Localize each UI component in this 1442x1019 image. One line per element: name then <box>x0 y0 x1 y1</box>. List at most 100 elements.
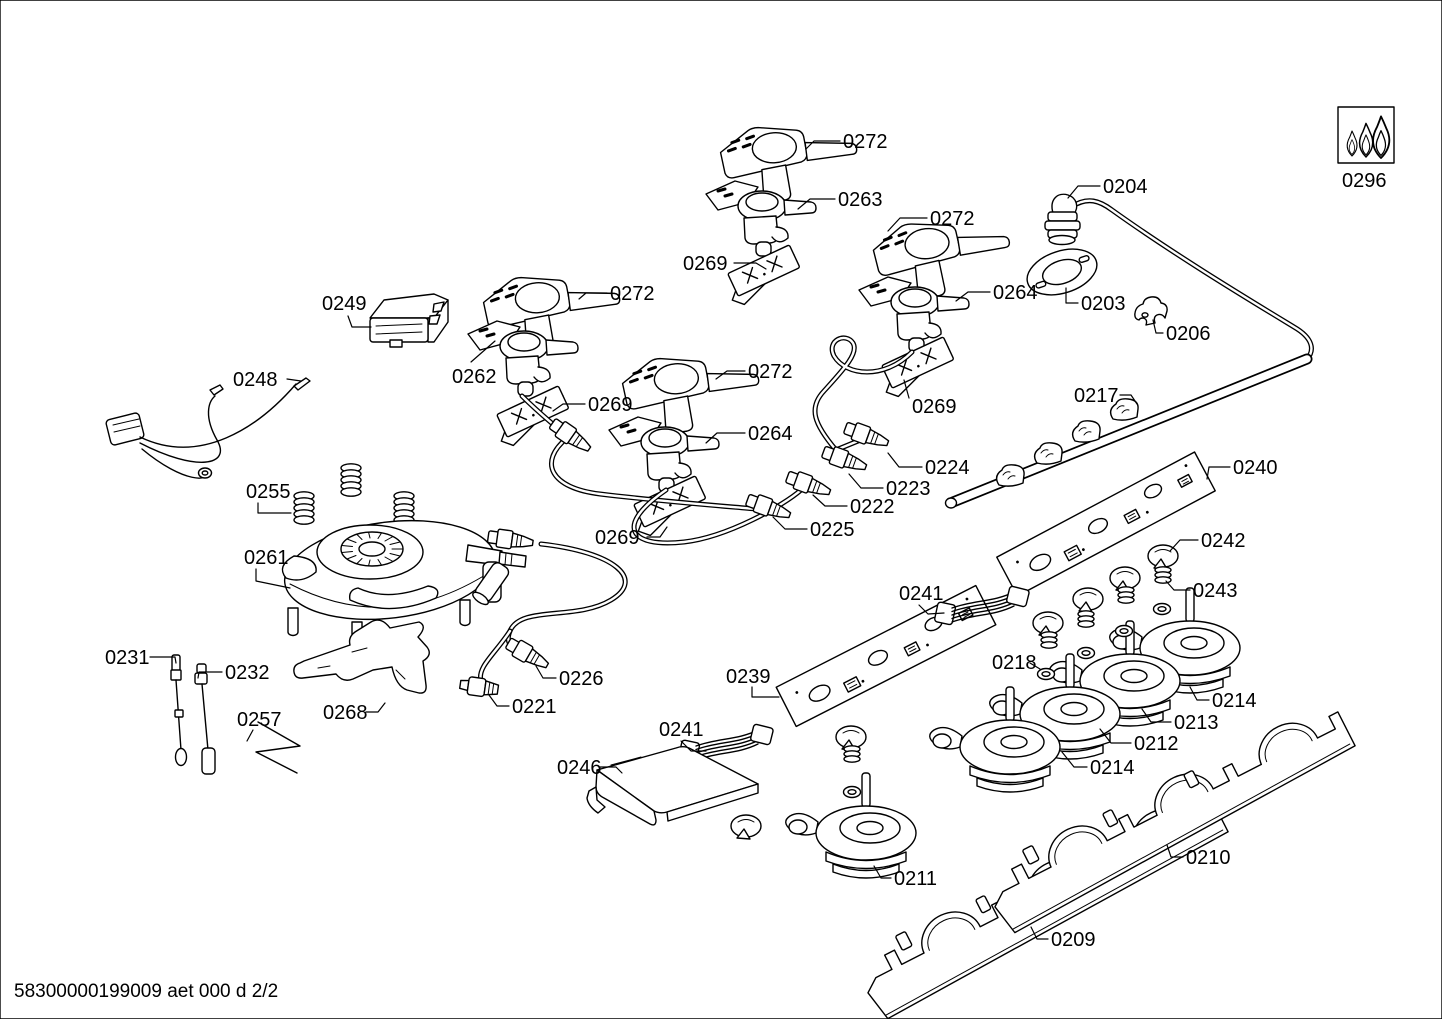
part-label-0246: 0246 <box>557 757 602 779</box>
part-label-0264: 0264 <box>748 423 793 445</box>
leader-line-0224 <box>887 452 923 468</box>
leader-line-0264 <box>705 432 746 444</box>
leader-line-0272 <box>578 292 608 300</box>
part-label-0222: 0222 <box>850 496 895 518</box>
leader-line-0246 <box>598 766 623 774</box>
part-label-0242: 0242 <box>1201 530 1246 552</box>
part-label-0241: 0241 <box>659 719 704 741</box>
part-label-0206: 0206 <box>1166 323 1211 345</box>
part-label-0248: 0248 <box>233 369 278 391</box>
leader-line-0223 <box>848 473 884 489</box>
leader-line-0206 <box>1152 319 1164 334</box>
part-label-0257: 0257 <box>237 709 282 731</box>
part-label-0240: 0240 <box>1233 457 1278 479</box>
part-label-0263: 0263 <box>838 189 883 211</box>
leader-line-0257 <box>246 729 254 742</box>
part-label-0264: 0264 <box>993 282 1038 304</box>
part-label-0262: 0262 <box>452 366 497 388</box>
leader-line-0203 <box>1065 287 1079 304</box>
part-0246-control-module <box>586 746 759 826</box>
part-label-0232: 0232 <box>225 662 270 684</box>
part-0249-ignition-switch <box>369 293 449 348</box>
part-0206-pipe-clamp <box>1134 296 1168 326</box>
part-label-0269: 0269 <box>595 527 640 549</box>
part-label-0241: 0241 <box>899 583 944 605</box>
flame-rating-icon <box>1337 106 1395 164</box>
part-label-0249: 0249 <box>322 293 367 315</box>
leader-line-0269 <box>733 262 767 270</box>
leader-line-0213 <box>1141 708 1172 723</box>
part-label-0243: 0243 <box>1193 580 1238 602</box>
part-label-0239: 0239 <box>726 666 771 688</box>
leader-line-0269 <box>646 526 668 538</box>
part-label-0268: 0268 <box>323 702 368 724</box>
part-label-0269: 0269 <box>683 253 728 275</box>
leader-line-0239 <box>751 686 780 698</box>
leader-line-0210 <box>1166 844 1184 858</box>
part-label-0255: 0255 <box>246 481 291 503</box>
leader-line-0269 <box>903 379 910 399</box>
leader-line-0241 <box>680 740 707 752</box>
leader-line-0263 <box>797 198 836 210</box>
part-label-0204: 0204 <box>1103 176 1148 198</box>
part-label-0225: 0225 <box>810 519 855 541</box>
part-label-0272: 0272 <box>843 131 888 153</box>
part-label-0210: 0210 <box>1186 847 1231 869</box>
part-label-0272: 0272 <box>610 283 655 305</box>
leader-line-0240 <box>1206 466 1231 480</box>
leader-line-0214 <box>1189 686 1210 701</box>
leader-line-0264 <box>955 291 991 302</box>
part-0261-wok-burner <box>281 519 527 651</box>
part-label-0217: 0217 <box>1074 385 1119 407</box>
part-0268-mounting-bracket <box>293 619 430 694</box>
leader-line-0272 <box>805 140 841 150</box>
part-label-0218: 0218 <box>992 652 1037 674</box>
part-label-0226: 0226 <box>559 668 604 690</box>
part-label-0203: 0203 <box>1081 293 1126 315</box>
part-label-0224: 0224 <box>925 457 970 479</box>
part-label-0296: 0296 <box>1342 170 1387 192</box>
part-label-0269: 0269 <box>912 396 957 418</box>
part-label-0261: 0261 <box>244 547 289 569</box>
leader-line-0212 <box>1099 728 1132 744</box>
part-label-0231: 0231 <box>105 647 150 669</box>
leader-line-0225 <box>772 516 808 530</box>
part-0261-venturi-elbow <box>472 562 510 606</box>
leader-line-0268 <box>365 702 386 713</box>
part-0204-gas-inlet-pipe <box>944 193 1314 509</box>
leader-line-0262 <box>470 340 496 363</box>
part-label-0221: 0221 <box>512 696 557 718</box>
leader-line-0222 <box>812 494 848 507</box>
part-label-0269: 0269 <box>588 394 633 416</box>
part-label-0214: 0214 <box>1090 757 1135 779</box>
leader-line-0243 <box>1165 580 1191 591</box>
leader-line-0249 <box>347 315 372 328</box>
leader-line-0226 <box>535 665 557 679</box>
leader-line-0217 <box>1119 394 1138 405</box>
part-label-0272: 0272 <box>930 208 975 230</box>
part-label-0213: 0213 <box>1174 712 1219 734</box>
leader-line-0211 <box>873 865 892 879</box>
leader-line-0232 <box>197 671 223 679</box>
part-0231-ignition-electrode <box>170 654 188 767</box>
part-label-0223: 0223 <box>886 478 931 500</box>
leader-line-0221 <box>488 694 510 707</box>
document-number: 58300000199009 aet 000 d 2/2 <box>14 981 278 1002</box>
leader-line-0209 <box>1030 926 1049 940</box>
part-label-0214: 0214 <box>1212 690 1257 712</box>
part-label-0209: 0209 <box>1051 929 1096 951</box>
labels-layer: 0272 0263 0272 0204 0269 0249 0203 0264 0206 0272… <box>105 131 1387 951</box>
leader-line-0204 <box>1067 185 1101 199</box>
part-label-0212: 0212 <box>1134 733 1179 755</box>
part-0257-spring-wire <box>255 721 301 774</box>
leader-line-0269 <box>552 403 586 412</box>
leader-line-0218 <box>1029 662 1041 670</box>
leader-line-0255 <box>257 502 292 514</box>
leader-line-0272 <box>715 370 746 380</box>
leader-line-0272 <box>887 217 928 232</box>
part-label-0211: 0211 <box>894 868 937 890</box>
part-0232-thermocouple <box>194 663 216 775</box>
